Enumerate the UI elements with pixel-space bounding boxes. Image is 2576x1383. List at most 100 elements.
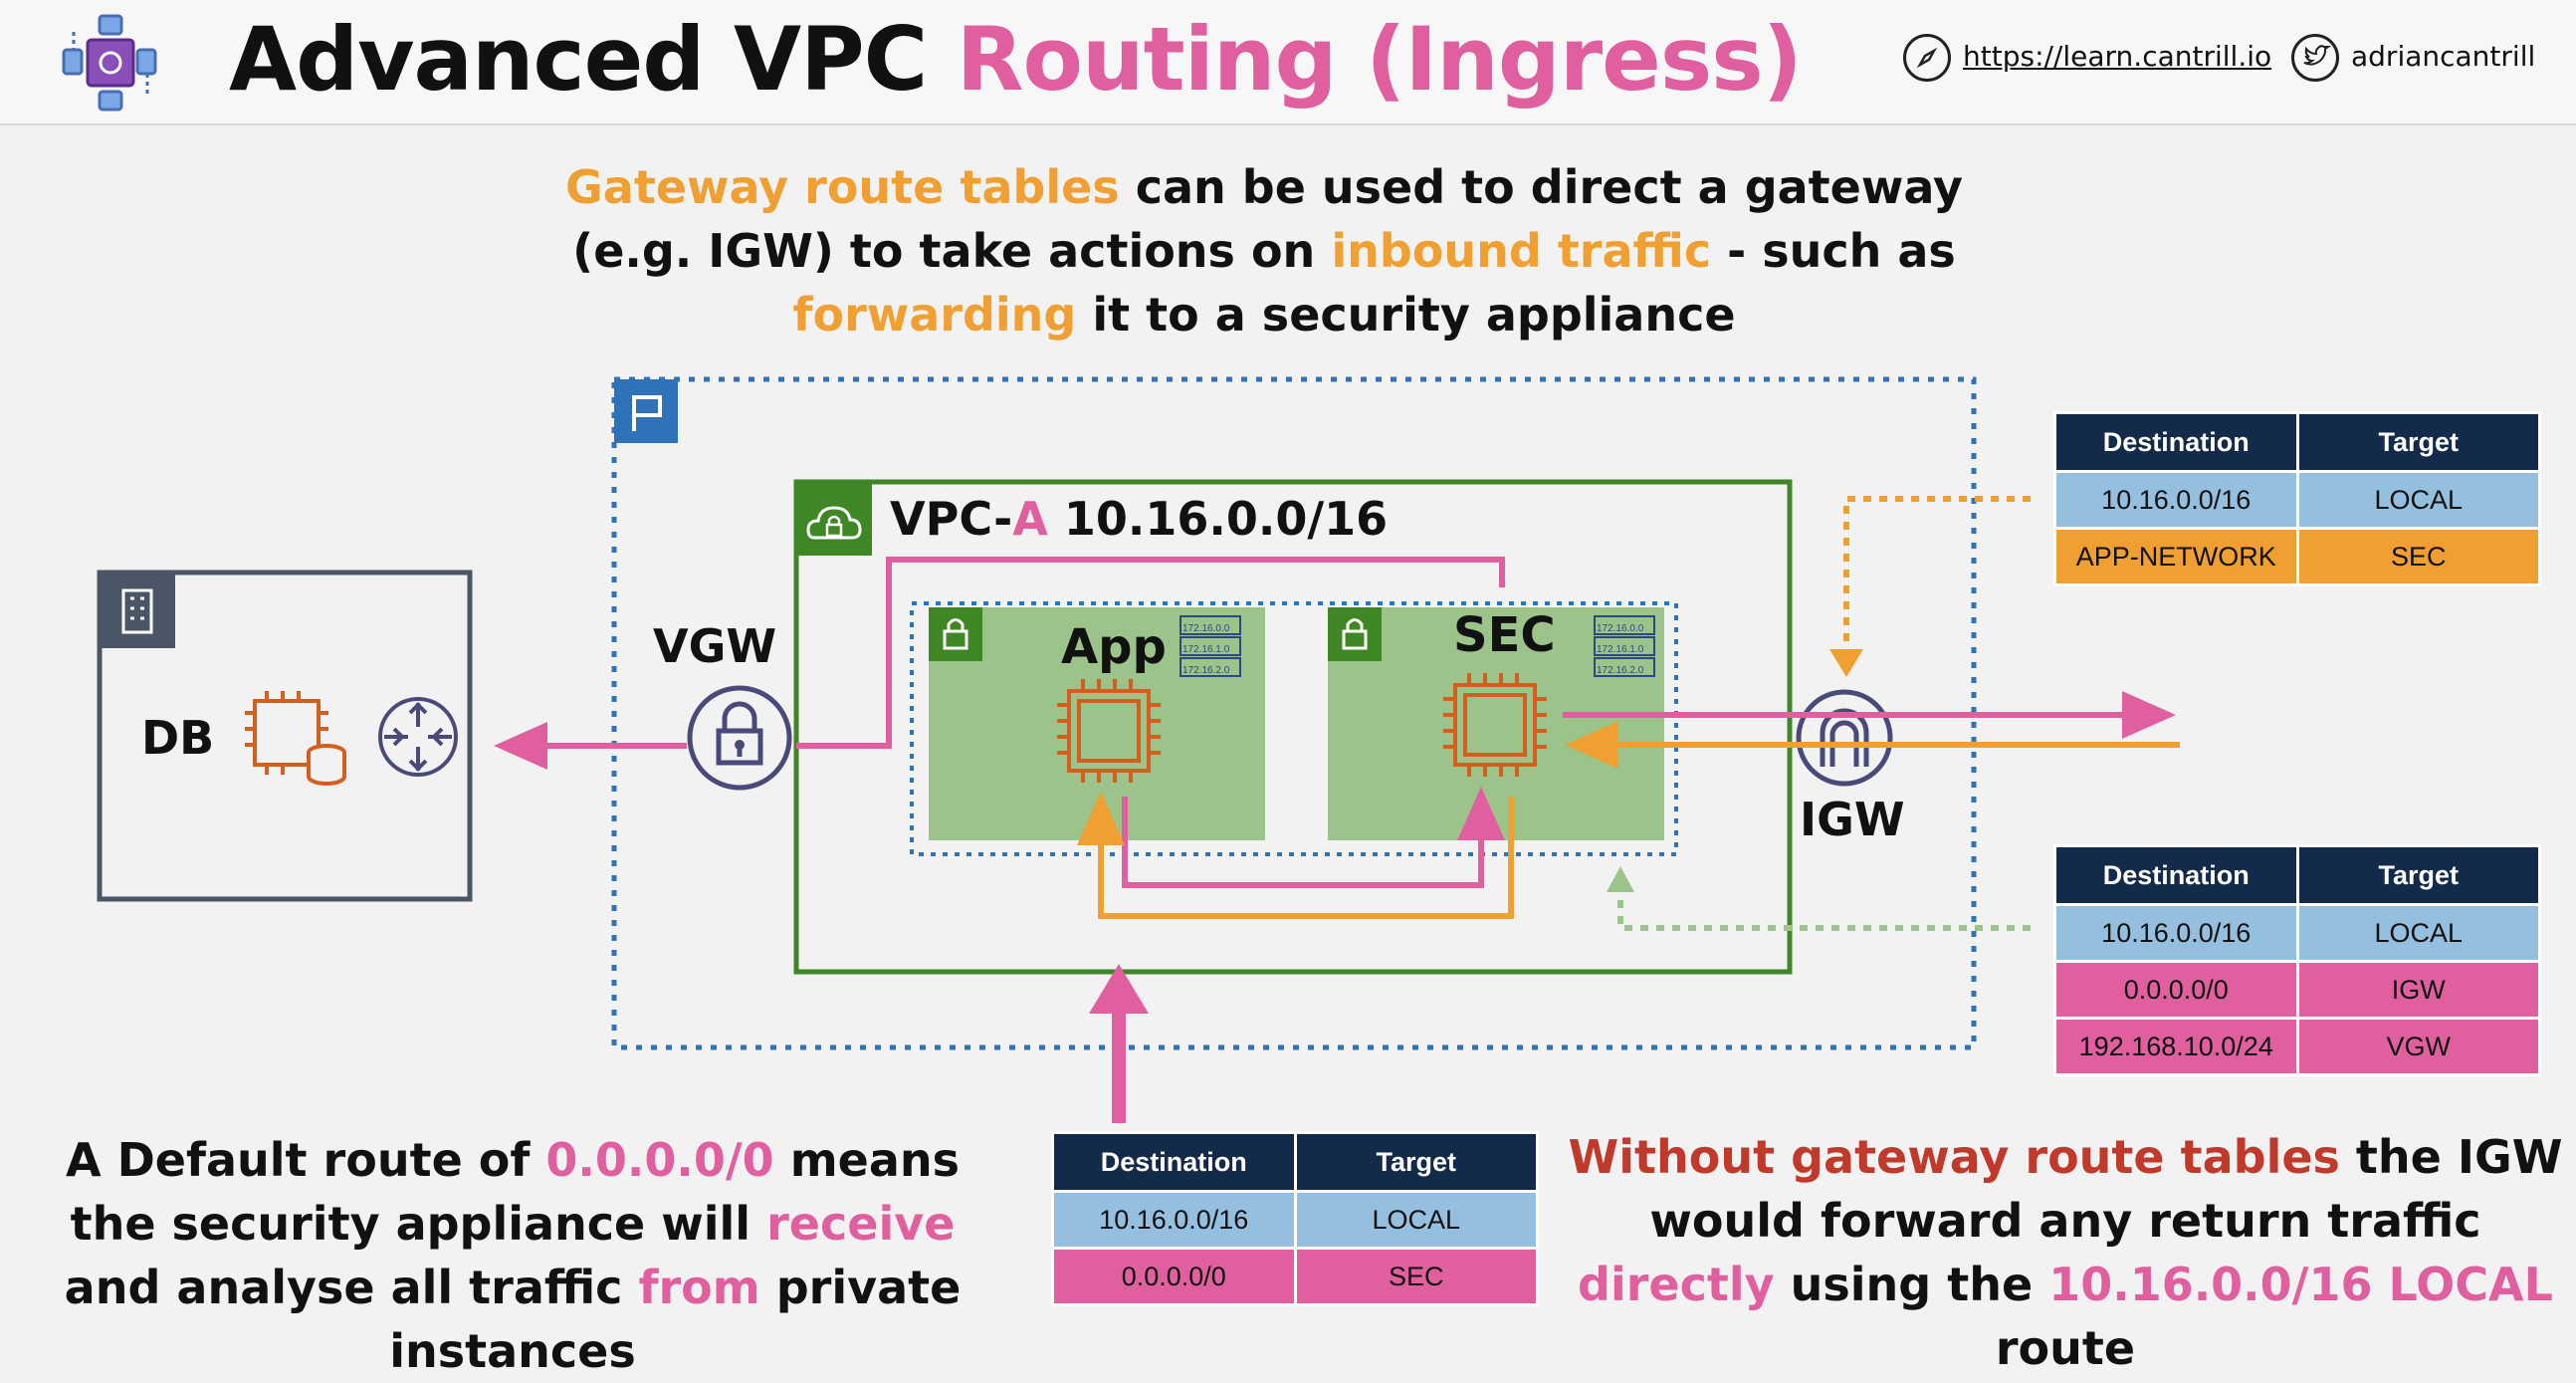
sec-label: SEC (1453, 607, 1556, 663)
title-part-2: Routing (Ingress) (956, 8, 1803, 111)
caption-text: A Default route of (65, 1133, 546, 1187)
caption-highlight-from: from (638, 1261, 760, 1314)
caption-text: can be used to direct a gateway (e.g. IG… (572, 160, 1963, 278)
app-subnet-cidr-list (1180, 615, 1241, 677)
green-dotted-sec-table-link (1617, 886, 2031, 931)
caption-text: and analyse all traffic (64, 1261, 639, 1314)
top-caption: Gateway route tables can be used to dire… (557, 155, 1971, 346)
twitter-bird-icon (2291, 34, 2339, 82)
vpc-label-prefix: VPC- (890, 492, 1013, 546)
app-cidr-1: 172.16.1.0 (1182, 644, 1230, 655)
vgw-label: VGW (653, 619, 777, 673)
app-cidr-0: 172.16.0.0 (1182, 623, 1230, 634)
app-subnet-route-table: Destination Target 10.16.0.0/16 LOCAL 0.… (1051, 1131, 1539, 1306)
route-target: LOCAL (1293, 1190, 1539, 1250)
route-target: LOCAL (2295, 903, 2541, 963)
route-target: VGW (2295, 1017, 2541, 1076)
orange-dotted-igw-table-link (1843, 496, 2031, 659)
twitter-handle[interactable]: adriancantrill (2351, 40, 2536, 73)
vpc-cloud-lock-icon (796, 482, 872, 556)
column-header-destination: Destination (2053, 844, 2299, 906)
igw-edge-route-table: Destination Target 10.16.0.0/16 LOCAL AP… (2053, 411, 2541, 586)
app-subnet-lock-icon (929, 607, 982, 661)
vpc-network-logo-icon (62, 14, 157, 112)
route-destination: 0.0.0.0/0 (1051, 1247, 1297, 1306)
caption-highlight-directly: directly (1578, 1258, 1775, 1311)
on-premises-boundary (97, 570, 473, 902)
caption-text: using the (1774, 1258, 2049, 1311)
table-row: 0.0.0.0/0 SEC (1051, 1247, 1539, 1306)
table-row: 10.16.0.0/16 LOCAL (2053, 903, 2541, 963)
sec-subnet-route-table: Destination Target 10.16.0.0/16 LOCAL 0.… (2053, 844, 2541, 1076)
caption-highlight-local-route: 10.16.0.0/16 LOCAL (2048, 1258, 2553, 1311)
database-server-icon (245, 691, 346, 786)
title-part-1: Advanced VPC (229, 8, 957, 111)
table-row: 10.16.0.0/16 LOCAL (1051, 1190, 1539, 1250)
sec-ec2-instance-icon (1443, 673, 1547, 777)
corporate-building-icon (100, 573, 175, 648)
route-destination: 0.0.0.0/0 (2053, 960, 2299, 1020)
page-title: Advanced VPC Routing (Ingress) (229, 8, 1803, 111)
caption-highlight-default-route: 0.0.0.0/0 (545, 1133, 774, 1187)
route-destination: 192.168.10.0/24 (2053, 1017, 2299, 1076)
route-destination: APP-NETWORK (2053, 527, 2299, 586)
table-row: 10.16.0.0/16 LOCAL (2053, 470, 2541, 530)
app-cidr-2: 172.16.2.0 (1182, 665, 1230, 676)
region-flag-icon (614, 379, 678, 443)
orange-arrow-sec-to-app (1077, 792, 1514, 919)
sec-cidr-2: 172.16.2.0 (1597, 665, 1644, 676)
caption-text: means the security appliance will (70, 1133, 961, 1251)
sec-subnet-cidrs: 172.16.0.0 172.16.1.0 172.16.2.0 (1597, 618, 1643, 681)
column-header-target: Target (2295, 844, 2541, 906)
vpc-label-letter: A (1012, 492, 1048, 546)
pink-traffic-path-sec-to-vgw (796, 557, 1505, 749)
table-row: APP-NETWORK SEC (2053, 527, 2541, 586)
igw-gateway-icon (1796, 689, 1893, 787)
caption-text: route (1995, 1321, 2136, 1375)
vpc-a-boundary (793, 479, 1793, 975)
route-target: SEC (1293, 1247, 1539, 1306)
caption-text: the IGW would forward any return traffic (1649, 1130, 2563, 1248)
igw-label: IGW (1800, 793, 1905, 846)
column-header-target: Target (2295, 411, 2541, 473)
table-row: 192.168.10.0/24 VGW (2053, 1017, 2541, 1076)
route-target: SEC (2295, 527, 2541, 586)
vpc-label: VPC-A 10.16.0.0/16 (890, 492, 1388, 546)
caption-text: it to a security appliance (1076, 288, 1736, 342)
column-header-destination: Destination (2053, 411, 2299, 473)
right-caption: Without gateway route tables the IGW wou… (1563, 1125, 2568, 1380)
caption-highlight-forwarding: forwarding (792, 288, 1077, 342)
app-ec2-instance-icon (1057, 679, 1161, 783)
left-caption: A Default route of 0.0.0.0/0 means the s… (20, 1128, 1005, 1383)
subnet-group-boundary (910, 601, 1678, 856)
vgw-lock-icon (687, 685, 792, 791)
route-destination: 10.16.0.0/16 (2053, 470, 2299, 530)
caption-highlight-receive: receive (766, 1197, 956, 1251)
caption-text: - such as (1711, 224, 1956, 278)
table-row: 0.0.0.0/0 IGW (2053, 960, 2541, 1020)
sec-cidr-1: 172.16.1.0 (1597, 644, 1644, 655)
site-link[interactable]: https://learn.cantrill.io (1963, 40, 2272, 73)
route-destination: 10.16.0.0/16 (1051, 1190, 1297, 1250)
caption-highlight-inbound: inbound traffic (1331, 224, 1712, 278)
app-subnet-cidrs: 172.16.0.0 172.16.1.0 172.16.2.0 (1182, 618, 1229, 681)
route-target: IGW (2295, 960, 2541, 1020)
pink-arrow-app-to-sec (1122, 787, 1505, 888)
header-bar: Advanced VPC Routing (Ingress) https://l… (0, 0, 2576, 125)
caption-highlight-gateway-route-tables: Gateway route tables (565, 160, 1120, 214)
sec-cidr-0: 172.16.0.0 (1597, 623, 1644, 634)
sec-subnet-cidr-list (1594, 615, 1655, 677)
db-label: DB (141, 711, 215, 765)
app-label: App (1061, 619, 1167, 675)
route-target: LOCAL (2295, 470, 2541, 530)
vpc-label-cidr: 10.16.0.0/16 (1047, 492, 1389, 546)
column-header-target: Target (1293, 1131, 1539, 1193)
compass-icon (1903, 34, 1951, 82)
customer-router-icon (378, 697, 458, 777)
aws-region-boundary (611, 376, 1977, 1050)
caption-highlight-without-gateway-route-tables: Without gateway route tables (1568, 1130, 2340, 1184)
route-destination: 10.16.0.0/16 (2053, 903, 2299, 963)
sec-subnet-lock-icon (1328, 607, 1382, 661)
column-header-destination: Destination (1051, 1131, 1297, 1193)
